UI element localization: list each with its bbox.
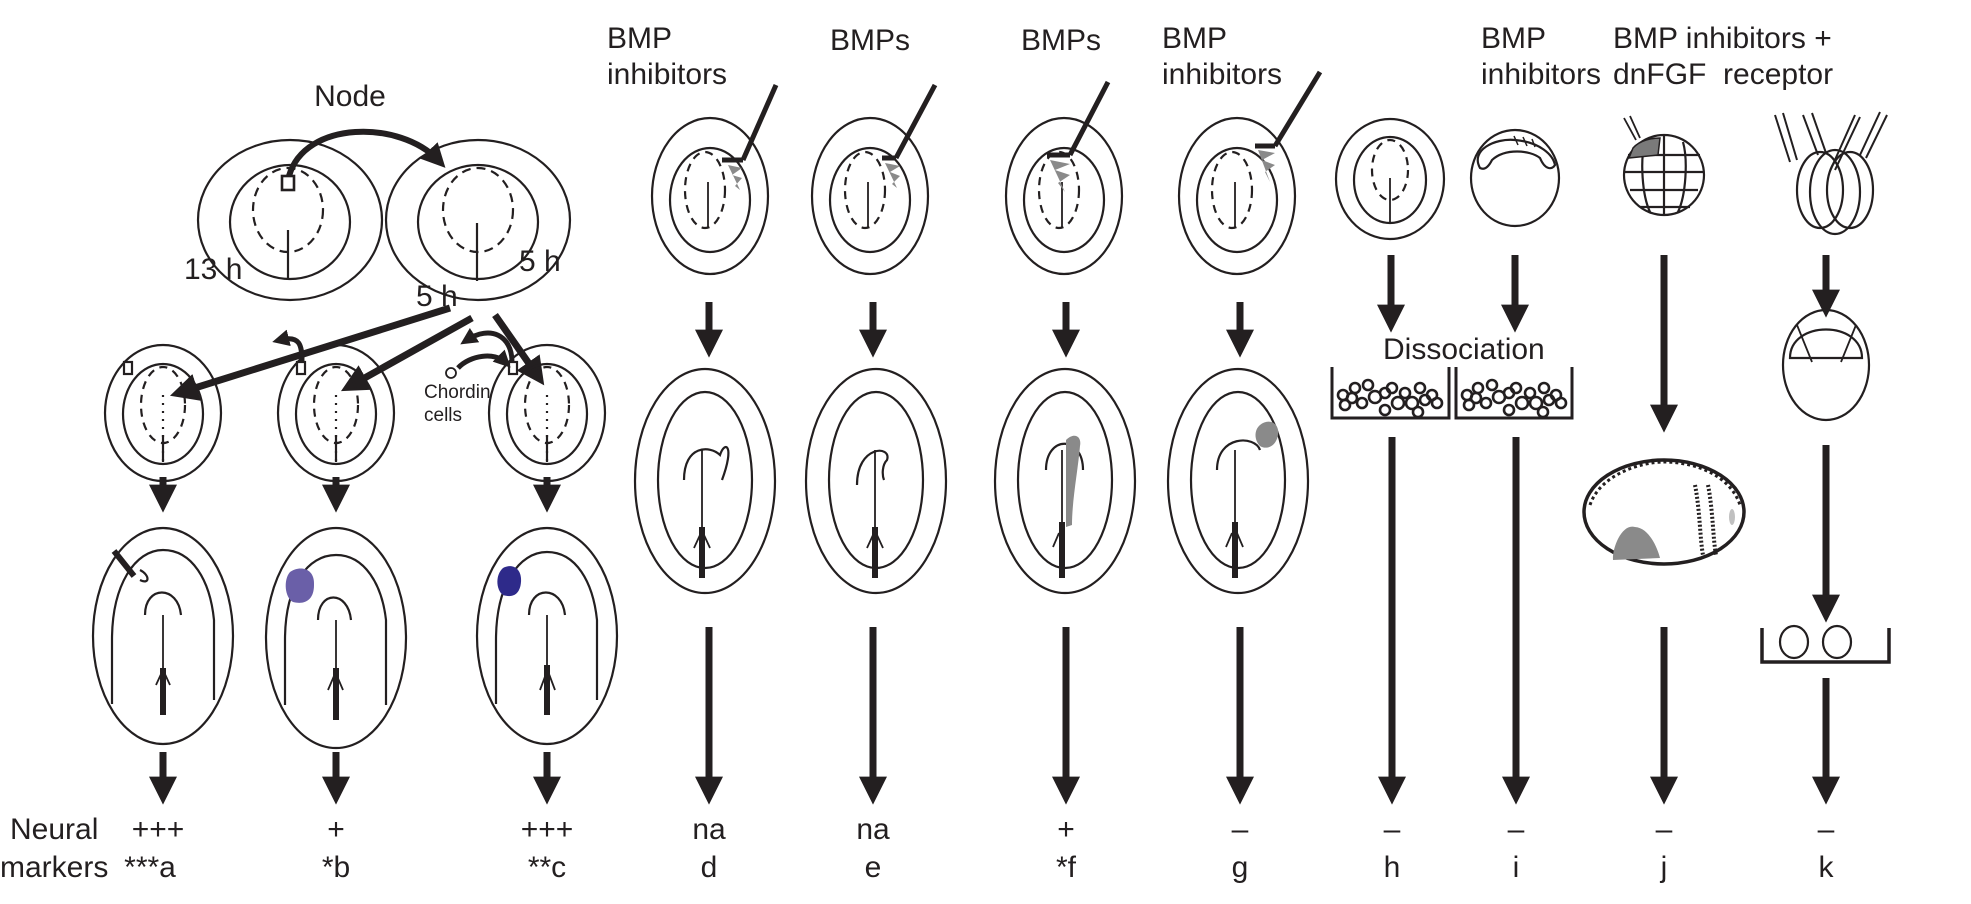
- result-i: –: [1507, 813, 1525, 846]
- result-j: –: [1655, 813, 1673, 846]
- tadpole-section-j: [1582, 458, 1746, 566]
- result-g: –: [1231, 813, 1249, 846]
- embryo-b-early: [272, 329, 396, 483]
- panel-label-h: h: [1383, 851, 1401, 884]
- node-label: Node: [314, 80, 386, 113]
- panel-label-g: g: [1231, 851, 1249, 884]
- dissociation-label: Dissociation: [1383, 333, 1545, 366]
- embryo-f-early: [1004, 80, 1124, 276]
- row-label-markers: markers: [0, 851, 109, 884]
- marker-blob-b: [285, 568, 315, 603]
- row-label-neural: Neural: [10, 813, 99, 846]
- embryo-c-late: [475, 526, 619, 746]
- dissociated-cells-i: [1460, 378, 1568, 419]
- embryo-d-early: [650, 83, 779, 276]
- animal-cap-k: [1781, 308, 1871, 422]
- embryo-f-late: [993, 367, 1137, 595]
- embryo-d-late: [633, 367, 777, 595]
- frog-embryo-j: [1622, 115, 1706, 217]
- embryo-g-early: [1177, 70, 1323, 276]
- treatment-e: BMPs: [830, 24, 911, 57]
- embryo-i: [1469, 128, 1561, 228]
- result-h: –: [1383, 813, 1401, 846]
- donor-embryo: [196, 138, 384, 302]
- timing-5h-right: 5 h: [519, 245, 561, 278]
- frog-embryo-k: [1774, 111, 1888, 236]
- panel-label-i: i: [1512, 851, 1520, 884]
- treatment-k-line1: BMP inhibitors +: [1613, 22, 1832, 55]
- marker-blob-c: [497, 566, 522, 597]
- host-embryo: [384, 138, 572, 302]
- arrow-5h-right: [492, 312, 545, 386]
- treatment-g-line2: inhibitors: [1162, 58, 1283, 91]
- marker-stripe-f: [1066, 435, 1081, 527]
- embryo-c-early: [445, 327, 607, 483]
- panel-label-c: **c: [527, 851, 567, 884]
- treatment-j-line2: inhibitors: [1481, 58, 1602, 91]
- embryo-a-late: [91, 526, 235, 746]
- explant-dish-k: [1760, 624, 1891, 664]
- result-e: na: [856, 813, 890, 846]
- embryo-e-early: [810, 83, 938, 276]
- treatment-f: BMPs: [1021, 24, 1102, 57]
- panel-label-d: d: [700, 851, 718, 884]
- treatment-g-line1: BMP: [1162, 22, 1228, 55]
- result-b: +: [327, 813, 345, 846]
- marker-blob-g: [1255, 421, 1279, 448]
- chordin-label-line2: cells: [424, 405, 463, 426]
- result-f: +: [1057, 813, 1075, 846]
- panel-label-e: e: [864, 851, 882, 884]
- treatment-k-line2: dnFGF receptor: [1613, 58, 1834, 91]
- result-k: –: [1817, 813, 1835, 846]
- panel-label-f: *f: [1055, 851, 1077, 884]
- timing-5h-left: 5 h: [416, 280, 458, 313]
- graft-transfer-arrow: [286, 128, 446, 177]
- dissociation-dish-h: [1330, 367, 1451, 420]
- result-a: +++: [131, 813, 185, 846]
- embryo-h: [1334, 117, 1446, 241]
- arrow-5h-left: [340, 314, 474, 392]
- chordin-label-line1: Chordin: [424, 382, 491, 403]
- result-c: +++: [520, 813, 574, 846]
- dissociated-cells-h: [1336, 378, 1444, 419]
- dissociation-dish-i: [1454, 367, 1574, 420]
- panel-label-b: *b: [321, 851, 351, 884]
- embryo-b-late: [264, 526, 408, 750]
- panel-label-j: j: [1660, 851, 1668, 884]
- embryo-g-late: [1166, 367, 1310, 595]
- embryo-a-early: [103, 343, 223, 483]
- treatment-d-line1: BMP: [607, 22, 673, 55]
- panel-label-k: k: [1818, 851, 1834, 884]
- timing-13h: 13 h: [184, 253, 243, 286]
- treatment-d-line2: inhibitors: [607, 58, 728, 91]
- treatment-j-line1: BMP: [1481, 22, 1547, 55]
- panel-label-a: ***a: [124, 851, 176, 884]
- result-d: na: [692, 813, 726, 846]
- embryo-e-late: [804, 367, 948, 595]
